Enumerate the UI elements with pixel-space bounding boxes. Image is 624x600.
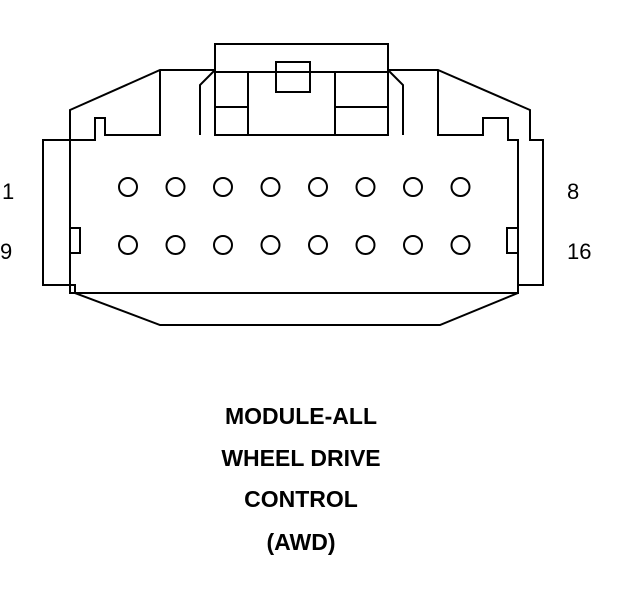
latch-housing: [199, 69, 404, 135]
polarization-key-left: [69, 227, 81, 254]
pin-cavity-11: [213, 235, 233, 255]
polarization-key-right: [506, 227, 519, 254]
pin-cavity-3: [213, 177, 233, 197]
pin-cavities: [118, 177, 471, 255]
connector-body-outline: [42, 43, 544, 326]
pin-8-label: 8: [567, 179, 580, 204]
pin-cavity-16: [450, 235, 471, 255]
pin-cavity-8: [450, 177, 471, 197]
pin-cavity-4: [260, 177, 281, 197]
pin-cavity-9: [118, 235, 138, 255]
caption-line-3: CONTROL: [244, 486, 358, 512]
caption-line-4: (AWD): [266, 529, 336, 555]
pin-cavity-12: [260, 235, 281, 255]
pin-cavity-14: [355, 235, 376, 255]
caption-line-2: WHEEL DRIVE: [221, 445, 381, 471]
pin-cavity-2: [165, 177, 186, 197]
pin-1-label: 1: [2, 179, 15, 204]
pin-cavity-5: [308, 177, 328, 197]
latch-body: [214, 71, 389, 136]
pin-cavity-frame: [69, 70, 519, 294]
pin-16-label: 16: [567, 239, 592, 264]
latch-tab: [275, 61, 311, 93]
pin-cavity-7: [403, 177, 423, 197]
pin-cavity-10: [165, 235, 186, 255]
pin-cavity-6: [355, 177, 376, 197]
pin-9-label: 9: [0, 239, 13, 264]
caption-line-1: MODULE-ALL: [224, 403, 378, 429]
pin-cavity-13: [308, 235, 328, 255]
connector-face-diagram: [42, 43, 544, 326]
pin-cavity-1: [118, 177, 138, 197]
pin-cavity-15: [403, 235, 423, 255]
